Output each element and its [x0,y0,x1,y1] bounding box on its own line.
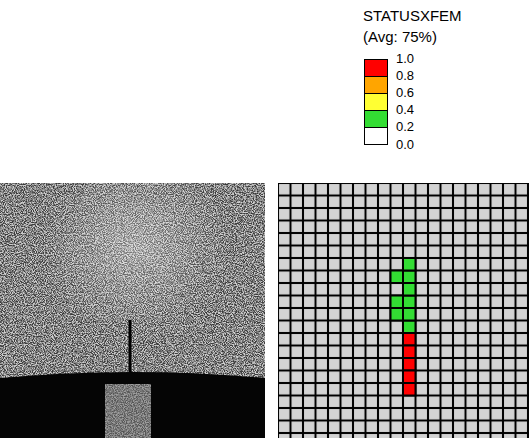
legend-value: 0.2 [396,120,414,133]
legend-swatch [364,127,388,145]
legend-value: 0.6 [396,86,414,99]
legend-value: 0.0 [396,138,414,151]
legend-swatch [364,76,388,94]
legend-value: 0.8 [396,69,414,82]
fe-mesh [278,183,529,438]
legend-swatch [364,110,388,128]
legend-title: STATUSXFEM [363,8,462,23]
legend-swatch [364,59,388,77]
legend-value: 1.0 [396,52,414,65]
legend-swatch [364,93,388,111]
speckle-photo [0,183,265,438]
legend-subtitle: (Avg: 75%) [363,29,437,44]
crack [129,320,132,372]
legend-value: 0.4 [396,103,414,116]
